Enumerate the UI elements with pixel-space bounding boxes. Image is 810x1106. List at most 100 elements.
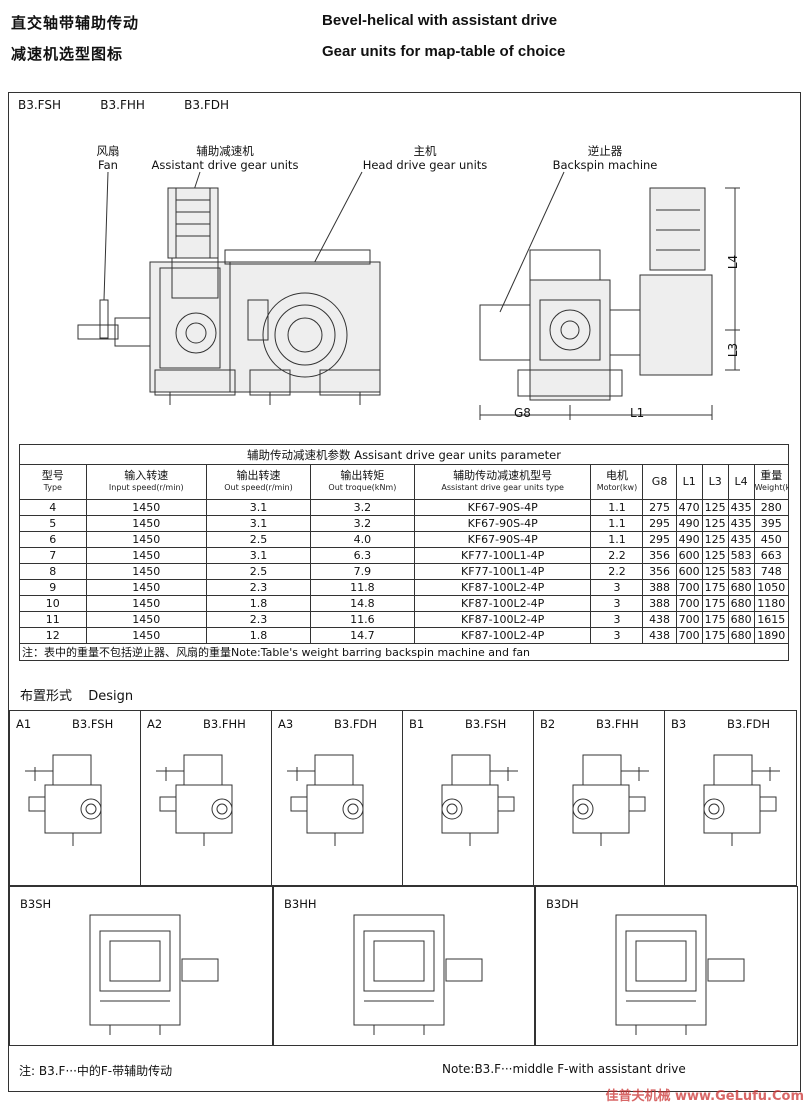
table-cell: 1180 xyxy=(753,595,790,612)
design-schematic xyxy=(156,754,233,846)
table-cell: KF87-100L2-4P xyxy=(413,627,592,644)
table-cell: 2.2 xyxy=(590,563,644,580)
table-cell: 10 xyxy=(19,595,87,612)
col-header-cn: 输出转矩 xyxy=(340,469,385,482)
col-header-cn: L4 xyxy=(734,475,748,488)
table-caption: 辅助传动减速机参数 Assisant drive gear units para… xyxy=(19,444,789,465)
design-code: A1 xyxy=(16,717,32,731)
table-cell: 680 xyxy=(727,611,755,628)
col-header-cn: 输出转速 xyxy=(236,469,281,482)
design-cell-a3: A3 B3.FDH xyxy=(271,710,403,886)
design-schematic xyxy=(25,754,102,846)
table-cell: 2.3 xyxy=(206,611,311,628)
col-header-cn: 辅助传动减速机型号 xyxy=(453,469,553,482)
table-cell: 11.6 xyxy=(309,611,415,628)
table-cell: 450 xyxy=(753,531,790,548)
table-cell: 2.3 xyxy=(206,579,311,596)
table-cell: 470 xyxy=(675,499,703,516)
table-cell: 6 xyxy=(19,531,87,548)
design-bottom-label: B3DH xyxy=(546,897,579,911)
col-header-en: Assistant drive gear units type xyxy=(441,483,564,492)
table-cell: 3 xyxy=(590,627,644,644)
table-cell: 395 xyxy=(753,515,790,532)
design-code: A3 xyxy=(278,717,294,731)
header-en-title: Bevel-helical with assistant drive xyxy=(322,12,558,29)
table-cell: 1.1 xyxy=(590,531,644,548)
design-code: B1 xyxy=(409,717,425,731)
design-title: 布置形式 Design xyxy=(20,689,134,704)
dim-l4: L4 xyxy=(726,254,741,270)
table-cell: 280 xyxy=(753,499,790,516)
table-cell: 1450 xyxy=(85,627,208,644)
table-cell: 275 xyxy=(642,499,677,516)
table-cell: 14.8 xyxy=(309,595,415,612)
design-bottom-schematic xyxy=(615,914,745,1035)
table-cell: 2.2 xyxy=(590,547,644,564)
table-cell: 7.9 xyxy=(309,563,415,580)
table-cell: 600 xyxy=(675,547,703,564)
header-cn-subtitle: 减速机选型图标 xyxy=(11,45,124,63)
table-cell: 3.1 xyxy=(206,515,311,532)
dim-g8: G8 xyxy=(514,406,531,420)
table-cell: 3.2 xyxy=(309,499,415,516)
col-header-en: Type xyxy=(43,483,62,492)
table-cell: 1450 xyxy=(85,531,208,548)
table-cell: 388 xyxy=(642,579,677,596)
table-cell: KF67-90S-4P xyxy=(413,531,592,548)
table-col-header: L3 xyxy=(701,464,729,500)
table-cell: 1450 xyxy=(85,547,208,564)
table-cell: 5 xyxy=(19,515,87,532)
col-header-en: Out speed(r/min) xyxy=(224,483,293,492)
table-cell: KF87-100L2-4P xyxy=(413,611,592,628)
table-cell: 14.7 xyxy=(309,627,415,644)
table-note: 注：表中的重量不包括逆止器、风扇的重量Note:Table's weight b… xyxy=(19,643,789,661)
table-cell: KF77-100L1-4P xyxy=(413,547,592,564)
table-cell: 700 xyxy=(675,611,703,628)
watermark: 佳普夫机械 www.GeLufu.Com xyxy=(605,1089,804,1104)
table-cell: 438 xyxy=(642,627,677,644)
table-cell: 1450 xyxy=(85,515,208,532)
table-cell: 700 xyxy=(675,595,703,612)
table-cell: 1450 xyxy=(85,499,208,516)
table-cell: 1890 xyxy=(753,627,790,644)
table-cell: 175 xyxy=(701,611,729,628)
col-header-en: Out troque(kNm) xyxy=(328,483,397,492)
table-cell: KF87-100L2-4P xyxy=(413,579,592,596)
table-cell: 700 xyxy=(675,627,703,644)
table-cell: 1.1 xyxy=(590,499,644,516)
table-cell: KF77-100L1-4P xyxy=(413,563,592,580)
dim-l1: L1 xyxy=(630,406,645,420)
table-cell: 125 xyxy=(701,531,729,548)
col-header-en: Motor(kw) xyxy=(596,483,638,492)
table-cell: 1450 xyxy=(85,579,208,596)
document-frame xyxy=(8,92,801,1092)
col-header-cn: 输入转速 xyxy=(124,469,169,482)
table-cell: 4 xyxy=(19,499,87,516)
table-cell: 490 xyxy=(675,515,703,532)
table-cell: 1450 xyxy=(85,595,208,612)
design-bottom-label: B3SH xyxy=(20,897,52,911)
table-cell: 9 xyxy=(19,579,87,596)
table-cell: 8 xyxy=(19,563,87,580)
design-type: B3.FHH xyxy=(203,717,246,731)
table-col-header: L4 xyxy=(727,464,755,500)
col-header-cn: L3 xyxy=(708,475,722,488)
table-cell: 1450 xyxy=(85,611,208,628)
table-cell: 356 xyxy=(642,563,677,580)
table-cell: 11.8 xyxy=(309,579,415,596)
table-cell: 3.1 xyxy=(206,547,311,564)
table-cell: 175 xyxy=(701,595,729,612)
design-type: B3.FDH xyxy=(334,717,377,731)
